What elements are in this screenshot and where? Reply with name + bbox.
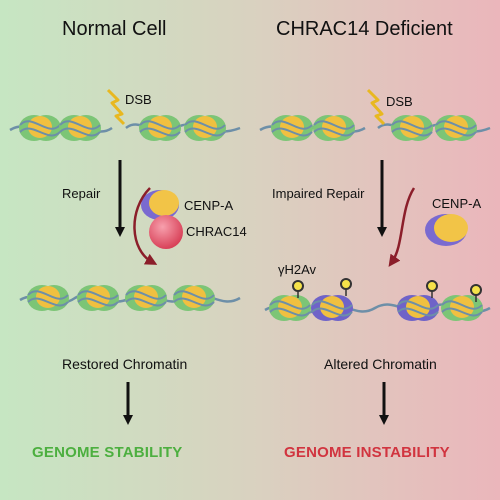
left-cenpa-label: CENP-A	[184, 198, 234, 213]
nucleosome-left-top-4	[184, 115, 226, 141]
nucleosome-left-bottom-2	[77, 285, 119, 311]
left-curved-arrow	[133, 187, 158, 265]
left-dsb-label: DSB	[125, 92, 152, 107]
nucleosome-left-top-2	[59, 115, 101, 141]
nucleosome-right-bottom-4	[441, 295, 483, 321]
nucleosome-right-top-2	[313, 115, 355, 141]
right-dsb-label: DSB	[386, 94, 413, 109]
genome-instability-label: GENOME INSTABILITY	[284, 444, 450, 461]
nucleosome-left-top-3	[139, 115, 181, 141]
right-panel-title: CHRAC14 Deficient	[276, 18, 453, 40]
nucleosome-left-bottom-3	[125, 285, 167, 311]
right-cenpa-label: CENP-A	[432, 196, 482, 211]
right-nucleosomes-bottom	[269, 278, 483, 321]
dsb-lightning-icon-right	[366, 88, 386, 126]
genome-stability-label: GENOME STABILITY	[32, 444, 183, 461]
nucleosome-right-bottom-1	[269, 295, 311, 321]
dsb-lightning-icon	[106, 88, 126, 126]
nucleosome-right-bottom-3	[397, 295, 439, 321]
left-panel-title: Normal Cell	[62, 18, 167, 40]
chrac14-label: CHRAC14	[186, 224, 247, 239]
gamma-h2av-marker-3	[426, 280, 438, 298]
impaired-repair-label: Impaired Repair	[272, 186, 365, 201]
nucleosome-right-top-4	[435, 115, 477, 141]
nucleosome-right-bottom-2	[311, 295, 353, 321]
left-repair-label: Repair	[62, 186, 101, 201]
nucleosome-left-bottom-4	[173, 285, 215, 311]
restored-chromatin-label: Restored Chromatin	[62, 356, 188, 372]
gamma-h2av-marker-4	[470, 284, 482, 302]
cenpa-protein-right	[425, 214, 468, 246]
right-curved-arrow	[388, 187, 416, 267]
left-nucleosomes-top	[19, 115, 226, 141]
gamma-h2av-label: γH2Av	[278, 262, 317, 277]
nucleosome-right-top-3	[391, 115, 433, 141]
nucleosome-left-bottom-1	[27, 285, 69, 311]
left-nucleosomes-bottom	[27, 285, 215, 311]
nucleosome-left-top-1	[19, 115, 61, 141]
gamma-h2av-marker-2	[340, 278, 352, 296]
gamma-h2av-marker-1	[292, 280, 304, 298]
nucleosome-right-top-1	[271, 115, 313, 141]
altered-chromatin-label: Altered Chromatin	[324, 356, 437, 372]
right-nucleosomes-top	[271, 115, 477, 141]
cenpa-chrac14-complex	[141, 190, 183, 249]
